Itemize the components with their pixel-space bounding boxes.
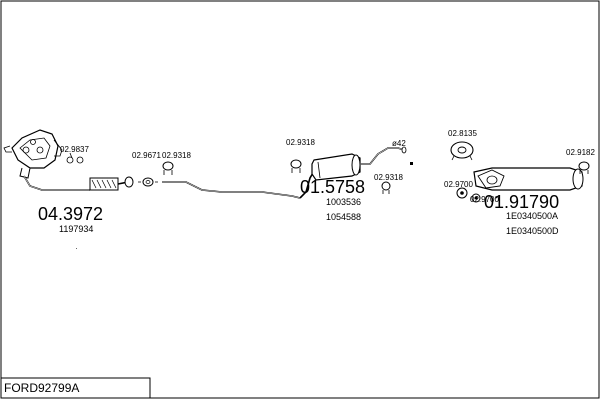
rear-silencer-oem-2: 1E0340500D <box>506 226 559 236</box>
part-label-02-8135: 02.8135 <box>448 129 477 138</box>
part-label-02-9318-c: 02.9318 <box>374 173 403 182</box>
rear-silencer-number: 01.91790 <box>484 192 559 212</box>
title-box <box>0 377 151 399</box>
hanger-02-9182 <box>578 161 590 174</box>
part-label-02-9671: 02.9671 <box>132 151 161 160</box>
front-pipe-number: 04.3972 <box>38 204 103 224</box>
part-label-02-9700-a: 02.9700 <box>444 180 473 189</box>
front-pipe <box>23 175 134 191</box>
part-label-02-9182: 02.9182 <box>566 148 595 157</box>
front-pipe-oem-1: 1197934 <box>59 224 93 234</box>
gasket-02-9671 <box>138 177 158 187</box>
speck <box>76 248 77 249</box>
middle-silencer-oem-2: 1054588 <box>326 212 361 222</box>
diagram-code: FORD92799A <box>4 381 79 395</box>
part-label-02-9700-b: 02.9700 <box>470 195 499 204</box>
middle-silencer-number: 01.5758 <box>300 177 365 197</box>
rubber-mount-02-9700-a <box>456 187 468 199</box>
gasket-02-9837 <box>66 152 84 164</box>
hanger-02-9318-c <box>381 181 391 194</box>
middle-silencer <box>311 146 407 181</box>
part-label-02-9837: 02.9837 <box>60 145 89 154</box>
part-label-02-9318-a: 02.9318 <box>162 151 191 160</box>
intermediate-pipe <box>162 167 317 199</box>
hanger-02-9318-a <box>162 161 174 175</box>
catalytic-converter <box>3 129 63 179</box>
rear-silencer-oem-1: 1E0340500A <box>506 211 558 221</box>
middle-silencer-oem-1: 1003536 <box>326 197 361 207</box>
pipe-diameter-label: ø42 <box>392 139 406 148</box>
rubber-mount-02-9700-b <box>471 193 481 203</box>
clamp-mark <box>410 162 413 165</box>
rubber-mount-02-8135 <box>450 141 474 161</box>
hanger-02-9318-b <box>290 159 302 173</box>
rear-silencer <box>473 167 584 191</box>
part-label-02-9318-b: 02.9318 <box>286 138 315 147</box>
